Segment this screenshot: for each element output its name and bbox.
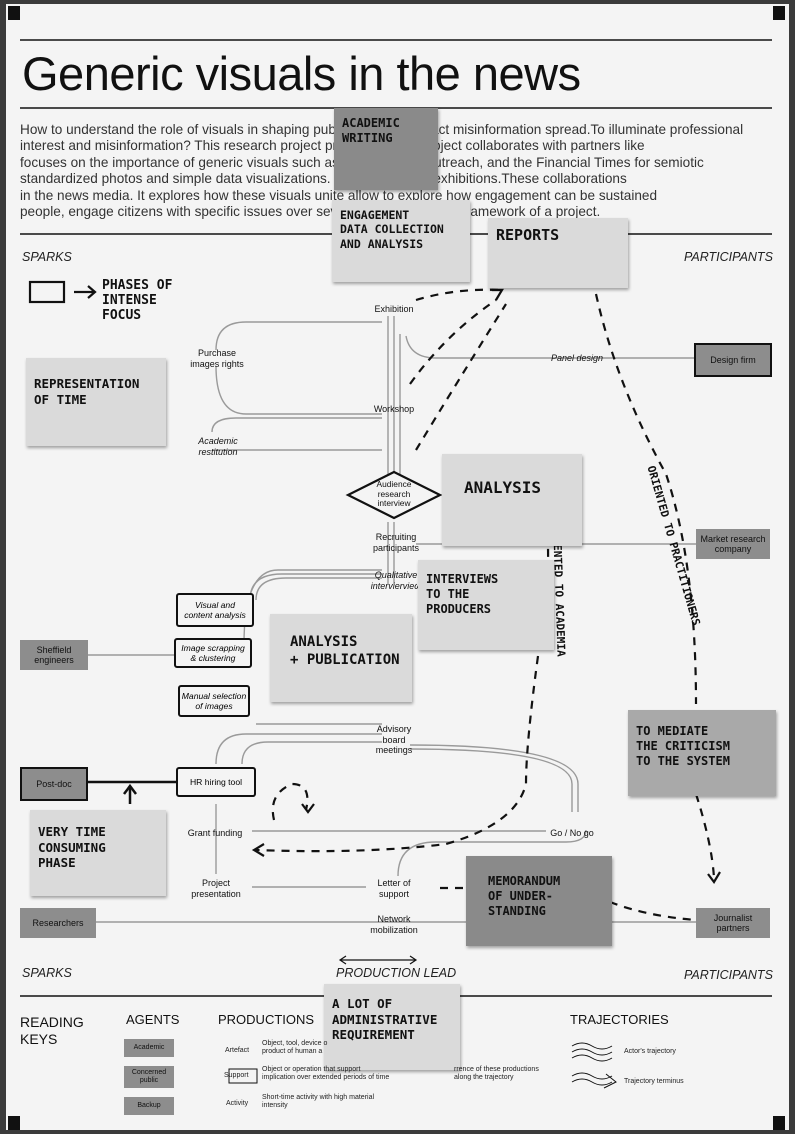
page-title: Generic visuals in the news bbox=[22, 47, 581, 100]
key-prod-activity-desc: Short-time activity with high material i… bbox=[262, 1094, 375, 1109]
key-trajectories-heading: TRAJECTORIES bbox=[570, 1012, 669, 1027]
node-qualitative-interview: Qualitative interviervieω bbox=[370, 570, 422, 591]
reading-keys-heading: READING KEYS bbox=[20, 1014, 84, 1047]
agent-market-research: Market research company bbox=[696, 529, 770, 559]
agent-postdoc: Post-doc bbox=[20, 767, 88, 801]
sticky-memorandum: MEMORANDUM OF UNDER- STANDING bbox=[466, 856, 612, 946]
sparks-label: SPARKS bbox=[22, 966, 72, 980]
sticky-analysis-publication: ANALYSIS + PUBLICATION bbox=[270, 614, 412, 702]
key-prod-support-desc: Object or operation that support implica… bbox=[262, 1066, 390, 1081]
node-grant-funding: Grant funding bbox=[187, 828, 243, 838]
sticky-representation-time: REPRESENTATION OF TIME bbox=[26, 358, 166, 446]
node-exhibition: Exhibition bbox=[374, 304, 414, 314]
node-purchase-rights: Purchase images rights bbox=[190, 348, 244, 369]
intro-text: How to understand the role of visuals in… bbox=[20, 122, 780, 220]
node-audience-interview: Audience research interview bbox=[376, 479, 412, 508]
participants-label: PARTICIPANTS bbox=[684, 968, 773, 982]
sticky-admin-requirement: A LOT OF ADMINISTRATIVE REQUIREMENT bbox=[324, 984, 460, 1070]
node-advisory: Advisory board meetings bbox=[375, 724, 413, 755]
sparks-label: SPARKS bbox=[22, 250, 72, 264]
corner-mark bbox=[8, 6, 20, 20]
sticky-analysis: ANALYSIS bbox=[442, 454, 582, 546]
sticky-mediate-criticism: TO MEDIATE THE CRITICISM TO THE SYSTEM bbox=[628, 710, 776, 796]
agent-journalist-partners: Journalist partners bbox=[696, 908, 770, 938]
sticky-reports: REPORTS bbox=[488, 218, 628, 288]
key-agent-concerned: Concerned public bbox=[124, 1066, 174, 1088]
key-agent-academic: Academic bbox=[124, 1039, 174, 1057]
agent-design-firm: Design firm bbox=[694, 343, 772, 377]
corner-mark bbox=[8, 1116, 20, 1130]
node-hr-tool: HR hiring tool bbox=[176, 767, 256, 797]
key-traj-actor: Actor's trajectory bbox=[624, 1048, 676, 1055]
node-manual-selection: Manual selection of images bbox=[178, 685, 250, 717]
agent-researchers: Researchers bbox=[20, 908, 96, 938]
node-academic-restitution: Academic restitution bbox=[198, 436, 238, 457]
node-go-nogo: Go / No go bbox=[550, 828, 594, 838]
node-project-presentation: Project presentation bbox=[191, 878, 241, 899]
handwriting-phases: PHASES OF INTENSE FOCUS bbox=[102, 278, 173, 323]
node-network-mobilization: Network mobilization bbox=[370, 914, 418, 935]
key-agents-heading: AGENTS bbox=[126, 1012, 180, 1027]
corner-mark bbox=[773, 1116, 785, 1130]
key-agent-backup: Backup bbox=[124, 1097, 174, 1115]
node-image-scrapping: Image scrapping & clustering bbox=[174, 638, 252, 668]
node-recruiting: Recruiting participants bbox=[372, 532, 420, 553]
sticky-engagement-data: ENGAGEMENT DATA COLLECTION AND ANALYSIS bbox=[332, 200, 470, 282]
production-lead-label: PRODUCTION LEAD bbox=[336, 966, 457, 980]
key-prod-artefact: Artefact bbox=[225, 1047, 250, 1054]
node-visual-content: Visual and content analysis bbox=[176, 593, 254, 627]
sticky-interviews-producers: INTERVIEWS TO THE PRODUCERS bbox=[418, 560, 554, 650]
intro-line: in the news media. It explores how these… bbox=[20, 187, 658, 203]
sticky-very-time-consuming: VERY TIME CONSUMING PHASE bbox=[30, 810, 166, 896]
key-prod-artefact-desc: Object, tool, device o product of human … bbox=[262, 1040, 328, 1055]
key-productions-heading: PRODUCTIONS bbox=[218, 1012, 315, 1027]
intro-line: standardized photos and simple data visu… bbox=[20, 171, 627, 187]
node-workshop: Workshop bbox=[373, 404, 415, 414]
sticky-academic-writing: ACADEMIC WRITING bbox=[334, 108, 438, 190]
participants-label: PARTICIPANTS bbox=[684, 250, 773, 264]
poster: Generic visuals in the news How to under… bbox=[6, 4, 789, 1130]
key-prod-support: Support bbox=[224, 1072, 249, 1079]
intro-line: interest and misinformation? This resear… bbox=[20, 138, 645, 154]
corner-mark bbox=[773, 6, 785, 20]
agent-sheffield: Sheffield engineers bbox=[20, 640, 88, 670]
key-prod-extra: rrence of these productions along the tr… bbox=[454, 1066, 539, 1081]
key-traj-terminus: Trajectory terminus bbox=[624, 1078, 684, 1085]
key-prod-activity: Activity bbox=[226, 1100, 249, 1107]
node-letter-support: Letter of support bbox=[377, 878, 411, 899]
node-panel-design: Panel design bbox=[550, 353, 604, 363]
